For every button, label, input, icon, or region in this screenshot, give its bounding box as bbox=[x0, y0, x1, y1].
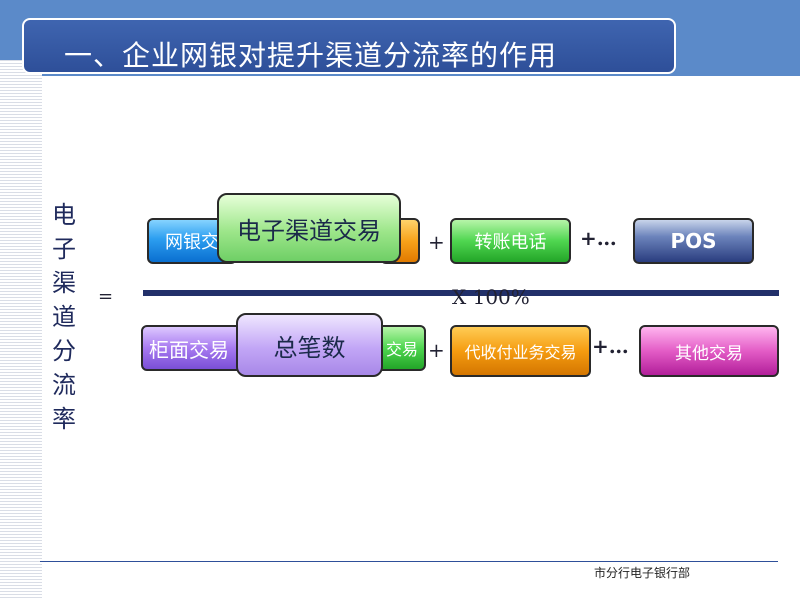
vertical-char: 渠 bbox=[52, 269, 76, 297]
vertical-char: 分 bbox=[52, 337, 76, 365]
numerator-box-phone-transfer: 转账电话 bbox=[450, 218, 571, 264]
denominator-box-other: 其他交易 bbox=[639, 325, 779, 377]
box-label: 转账电话 bbox=[474, 232, 547, 253]
multiplier-text: X 100% bbox=[452, 285, 530, 309]
fraction-line bbox=[143, 290, 779, 296]
footer-text: 市分行电子银行部 bbox=[594, 566, 691, 580]
vertical-label: 电 子 渠 道 分 流 率 bbox=[50, 198, 78, 436]
box-label: 交易 bbox=[385, 340, 418, 359]
vertical-char: 流 bbox=[52, 371, 76, 399]
vertical-char: 率 bbox=[52, 405, 76, 433]
plus-more: +… bbox=[592, 334, 629, 358]
vertical-char: 子 bbox=[52, 235, 76, 263]
denominator-box-collection: 代收付业务交易 bbox=[450, 325, 591, 377]
box-label: 柜面交易 bbox=[149, 337, 229, 362]
plus-sign: + bbox=[428, 338, 445, 362]
numerator-box-pos: POS bbox=[633, 218, 754, 264]
popup-total-count: 总笔数 bbox=[236, 313, 383, 377]
popup-electronic-channel: 电子渠道交易 bbox=[217, 193, 401, 263]
vertical-char: 电 bbox=[52, 201, 76, 229]
plus-more: +… bbox=[580, 226, 617, 250]
box-label: 其他交易 bbox=[675, 343, 743, 364]
footer-rule bbox=[40, 561, 778, 562]
equals-sign: = bbox=[98, 286, 114, 307]
page-title: 一、企业网银对提升渠道分流率的作用 bbox=[64, 39, 558, 72]
denominator-box-counter: 柜面交易 bbox=[141, 325, 247, 371]
plus-sign: + bbox=[428, 230, 445, 254]
box-label: POS bbox=[670, 229, 717, 253]
left-stripe-decoration bbox=[0, 60, 42, 600]
title-bar bbox=[22, 18, 676, 74]
vertical-char: 道 bbox=[52, 303, 76, 331]
box-label: 代收付业务交易 bbox=[464, 343, 577, 362]
